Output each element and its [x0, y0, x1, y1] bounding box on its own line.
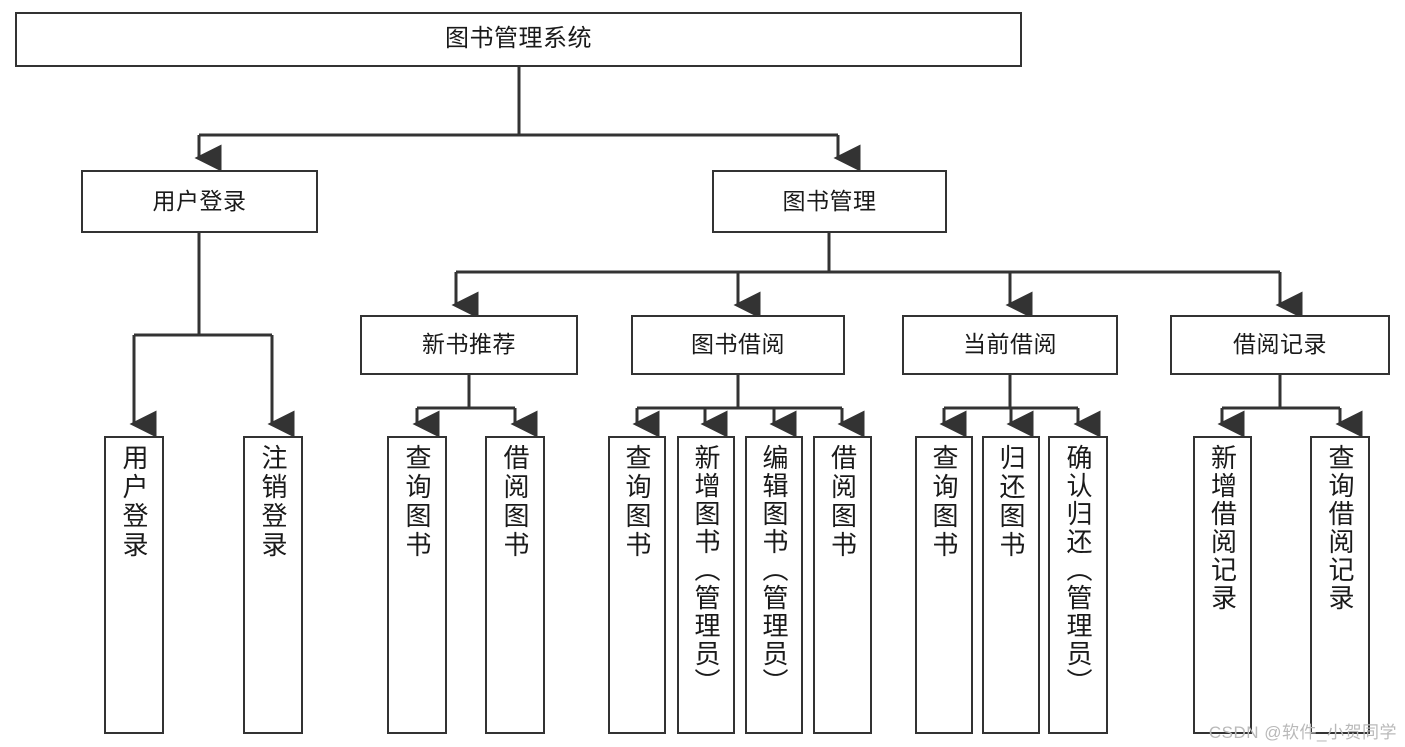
node-new-book-recommend[interactable]: 新书推荐 [360, 315, 578, 375]
node-current-borrow[interactable]: 当前借阅 [902, 315, 1118, 375]
leaf-user-login-logout[interactable]: 注销登录 [243, 436, 303, 734]
node-label: 用户登录 [152, 187, 247, 214]
node-label: 编辑图书（管理员） [759, 444, 789, 696]
leaf-borrow-record-query[interactable]: 查询借阅记录 [1310, 436, 1370, 734]
node-label: 借阅图书 [500, 444, 530, 560]
node-label: 图书管理 [782, 187, 877, 214]
leaf-book-borrow-query[interactable]: 查询图书 [608, 436, 666, 734]
leaf-borrow-record-add[interactable]: 新增借阅记录 [1193, 436, 1252, 734]
node-label: 确认归还（管理员） [1063, 444, 1093, 696]
node-label: 查询图书 [402, 444, 432, 560]
node-label: 借阅记录 [1233, 331, 1327, 358]
node-label: 新书推荐 [422, 331, 516, 358]
node-label: 查询图书 [929, 444, 959, 560]
node-label: 新增借阅记录 [1207, 444, 1238, 612]
node-user-login[interactable]: 用户登录 [81, 170, 318, 233]
leaf-book-borrow-edit[interactable]: 编辑图书（管理员） [745, 436, 803, 734]
node-label: 查询图书 [622, 444, 652, 560]
node-label: 图书借阅 [691, 331, 785, 358]
node-book-management[interactable]: 图书管理 [712, 170, 947, 233]
leaf-new-book-query[interactable]: 查询图书 [387, 436, 447, 734]
node-label: 图书管理系统 [445, 25, 592, 53]
leaf-current-borrow-confirm-return[interactable]: 确认归还（管理员） [1048, 436, 1108, 734]
leaf-current-borrow-query[interactable]: 查询图书 [915, 436, 973, 734]
node-label: 注销登录 [258, 444, 288, 560]
node-label: 查询借阅记录 [1325, 444, 1355, 612]
node-label: 用户登录 [119, 444, 149, 560]
node-label: 归还图书 [996, 444, 1026, 560]
watermark-text: CSDN @软件_小贺同学 [1208, 723, 1397, 742]
leaf-new-book-borrow[interactable]: 借阅图书 [485, 436, 545, 734]
node-label: 新增图书（管理员） [691, 444, 721, 696]
leaf-current-borrow-return[interactable]: 归还图书 [982, 436, 1040, 734]
node-root-system[interactable]: 图书管理系统 [15, 12, 1022, 67]
node-borrow-record[interactable]: 借阅记录 [1170, 315, 1390, 375]
node-book-borrow[interactable]: 图书借阅 [631, 315, 845, 375]
leaf-book-borrow-add[interactable]: 新增图书（管理员） [677, 436, 735, 734]
node-label: 借阅图书 [827, 444, 858, 560]
leaf-book-borrow-borrow[interactable]: 借阅图书 [813, 436, 872, 734]
leaf-user-login-login[interactable]: 用户登录 [104, 436, 164, 734]
node-label: 当前借阅 [963, 331, 1057, 358]
